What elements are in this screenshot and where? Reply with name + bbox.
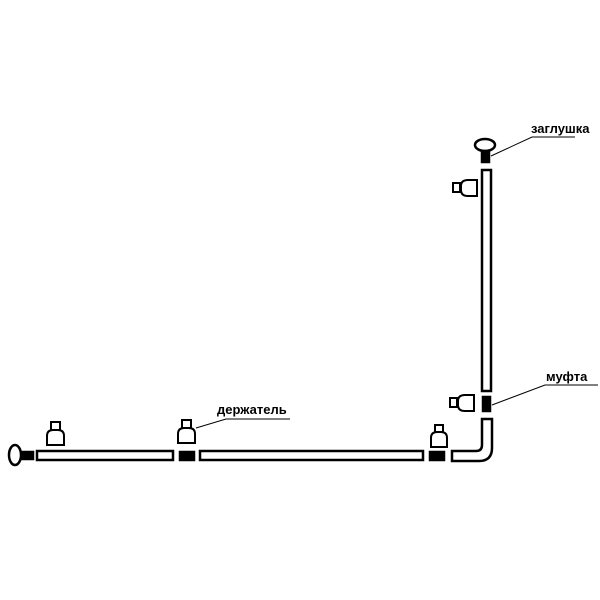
left-cap xyxy=(7,443,23,467)
holder-2 xyxy=(177,419,196,444)
coupling-label: муфта xyxy=(546,369,588,384)
top-cap-coupling xyxy=(480,149,491,164)
holder-label: держатель xyxy=(217,402,287,417)
coupling-1 xyxy=(178,450,196,462)
cap-leader-line xyxy=(490,136,575,157)
holder-3 xyxy=(430,424,448,448)
cap-label: заглушка xyxy=(531,121,590,136)
holder-5 xyxy=(452,179,478,197)
elbow-pipe xyxy=(450,417,494,463)
coupling-3 xyxy=(481,395,492,413)
coupling-leader-line xyxy=(491,384,598,406)
holder-1 xyxy=(46,421,65,446)
pipe-segment-2 xyxy=(198,449,425,462)
coupling-2 xyxy=(428,450,446,462)
pipe-segment-1 xyxy=(35,449,175,462)
pipe-segment-vertical xyxy=(480,168,493,393)
top-cap xyxy=(473,137,497,153)
holder-4 xyxy=(449,394,475,412)
holder-leader-line xyxy=(195,418,290,429)
left-cap-coupling xyxy=(20,450,35,461)
